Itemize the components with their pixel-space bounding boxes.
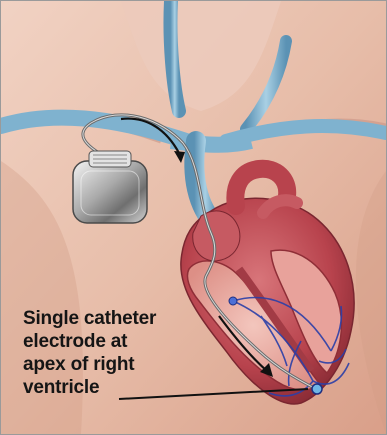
electrode-label: Single catheter electrode at apex of rig… [23, 307, 193, 399]
pulse-generator [73, 151, 147, 223]
label-line-4: ventricle [23, 376, 193, 399]
label-line-3: apex of right [23, 353, 193, 376]
right-atrium [193, 211, 240, 261]
pulse-generator-body [73, 161, 147, 223]
electrode-tip [312, 384, 322, 394]
label-line-1: Single catheter [23, 307, 193, 330]
av-node [229, 297, 237, 305]
label-line-2: electrode at [23, 330, 193, 353]
